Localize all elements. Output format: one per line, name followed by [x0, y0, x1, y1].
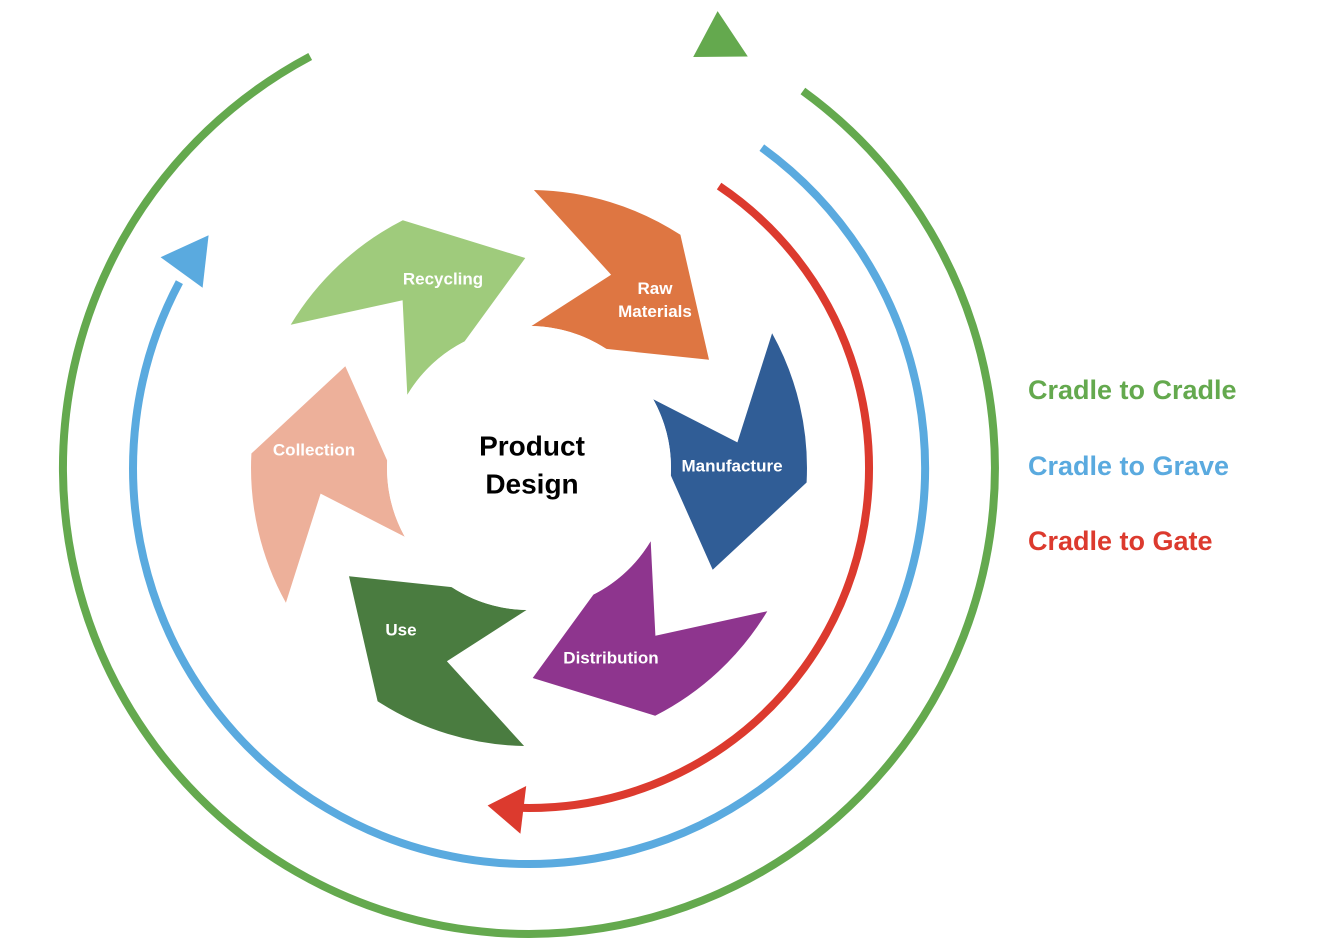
stage-segment-use: [349, 576, 527, 746]
cradle-to-grave-arc: [129, 144, 930, 868]
center-hub: [387, 326, 671, 610]
stage-segment-distribution: [532, 541, 768, 716]
stage-segment-manufacture: [653, 333, 807, 570]
legend-cradle-to-gate: Cradle to Gate: [1028, 526, 1213, 556]
legend-cradle-to-grave: Cradle to Grave: [1028, 451, 1230, 481]
stage-label-raw-materials-line2: Materials: [618, 302, 692, 321]
stage-label-distribution: Distribution: [563, 648, 658, 667]
stage-label-raw-materials-line1: Raw: [638, 279, 674, 298]
stage-label-recycling: Recycling: [403, 269, 483, 288]
stage-label-use: Use: [385, 620, 416, 639]
cradle-to-gate-arrowhead: [487, 786, 527, 834]
stage-segment-raw-materials: [531, 190, 709, 360]
legend-cradle-to-cradle: Cradle to Cradle: [1028, 375, 1237, 405]
cradle-to-grave-arrowhead: [160, 235, 209, 288]
stage-label-collection: Collection: [273, 440, 355, 459]
cradle-to-gate-arc: [516, 182, 874, 812]
stage-label-manufacture: Manufacture: [681, 456, 782, 475]
stage-segment-recycling: [290, 220, 526, 395]
center-label-line1: Product: [479, 430, 585, 461]
cradle-to-cradle-arrowhead: [693, 11, 748, 58]
cradle-to-cradle-arc: [58, 52, 999, 938]
center-label-line2: Design: [485, 468, 578, 499]
life-cycle-scope-arrows: [58, 11, 999, 938]
stage-segment-collection: [251, 366, 405, 603]
life-cycle-wheel: [251, 190, 807, 746]
